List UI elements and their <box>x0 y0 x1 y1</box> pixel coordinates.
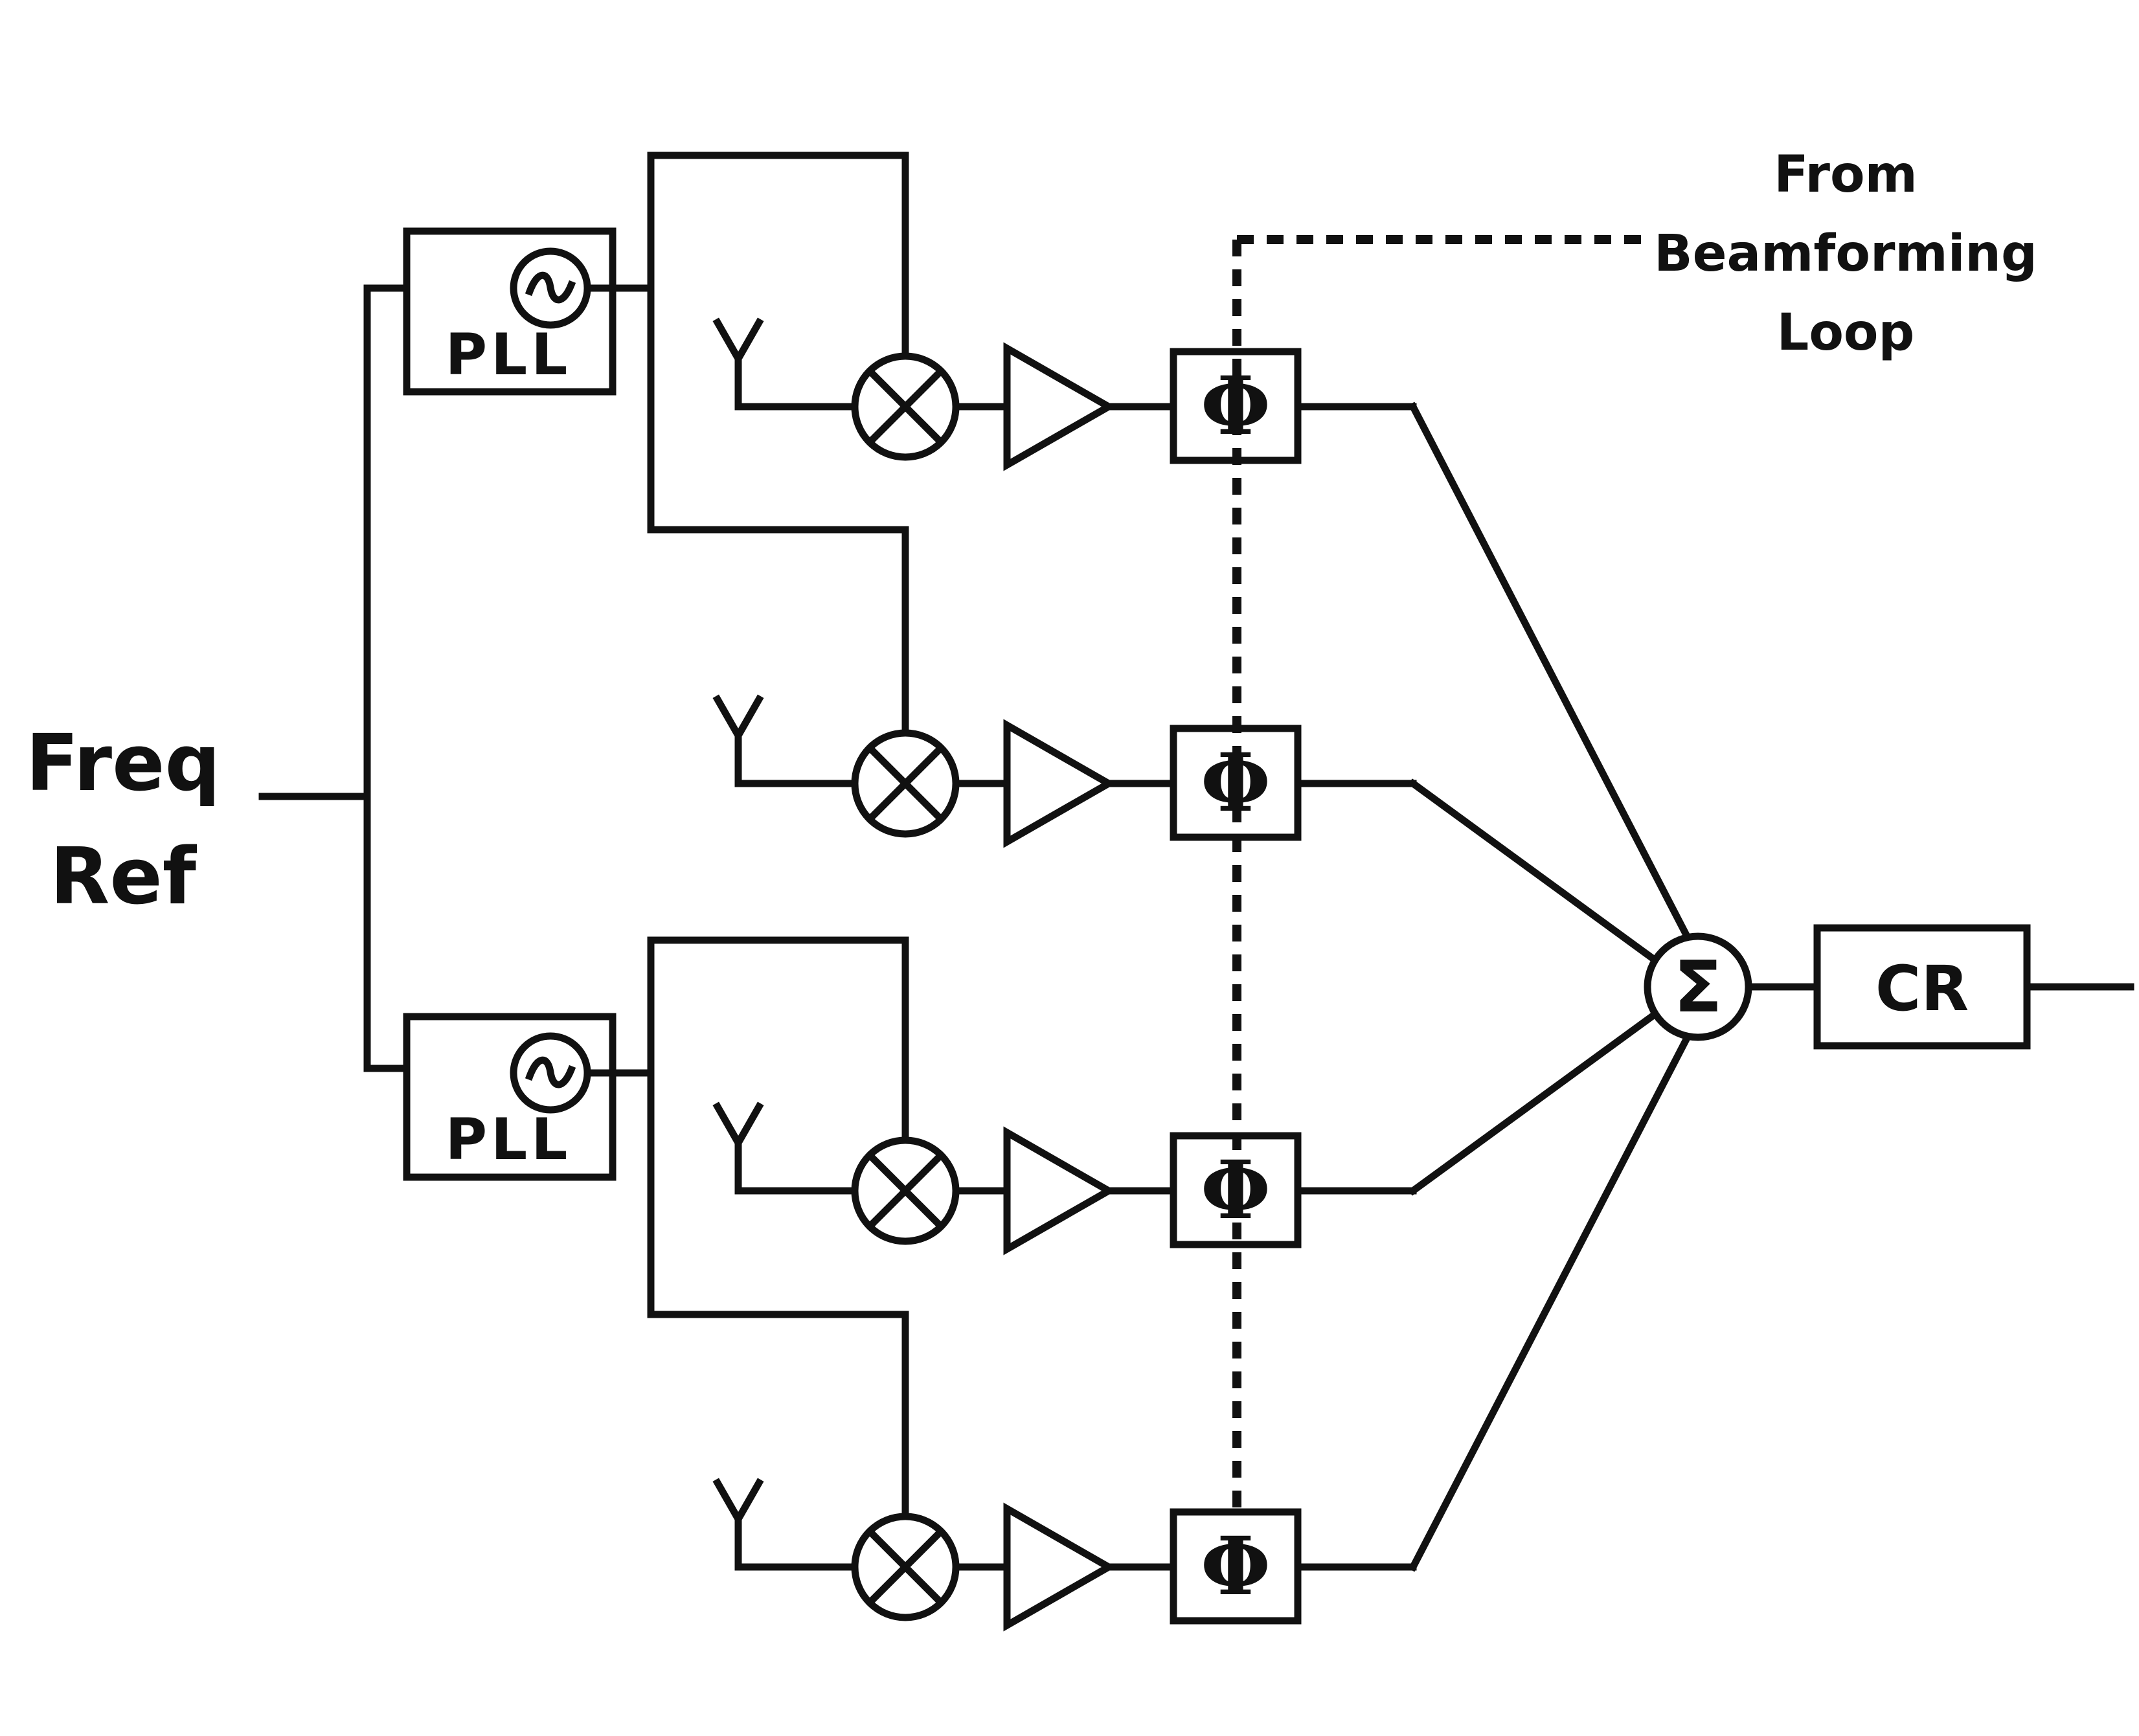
amplifier-icon <box>1003 1502 1116 1632</box>
phase-shifter-label: Φ <box>1201 1144 1271 1237</box>
combining-network <box>1408 401 1691 1572</box>
from-label-line2: Beamforming <box>1654 225 2037 283</box>
receive-chain-3: Φ <box>712 1101 1417 1256</box>
phase-shifter-label: Φ <box>1201 1520 1271 1614</box>
pll-label-bottom: PLL <box>446 1106 572 1173</box>
freq-ref-label-line2: Ref <box>50 832 198 922</box>
from-label-line1: From <box>1774 146 1918 204</box>
beamforming-control-line <box>1232 235 1648 1509</box>
amplifier-icon <box>1003 1126 1116 1256</box>
receive-chain-2: Φ <box>712 694 1417 848</box>
pll-block-bottom: PLL <box>403 1013 617 1181</box>
amplifier-icon <box>1003 342 1116 471</box>
output-stage: CR <box>1745 924 2134 1050</box>
freq-ref-label-line1: Freq <box>26 719 221 809</box>
summer-label: Σ <box>1673 945 1722 1028</box>
pll-label-top: PLL <box>446 321 572 388</box>
lo-distribution-bottom <box>583 936 909 1526</box>
phase-shifter-4: Φ <box>1170 1508 1302 1625</box>
antenna-icon <box>712 694 764 787</box>
amplifier-icon <box>1003 719 1116 848</box>
receive-chain-1: Φ <box>712 317 1417 471</box>
receive-chain-4: Φ <box>712 1478 1417 1632</box>
antenna-icon <box>712 1478 764 1571</box>
mixer-icon <box>851 1136 960 1245</box>
freq-ref-wiring <box>258 284 435 1072</box>
cr-block <box>1813 924 2031 1050</box>
summer-node: Σ <box>1644 932 1752 1041</box>
mixer-icon <box>851 729 960 838</box>
lo-distribution-top <box>583 152 909 741</box>
from-label-line3: Loop <box>1777 304 1915 362</box>
antenna-icon <box>712 317 764 411</box>
antenna-icon <box>712 1101 764 1195</box>
pll-block-top: PLL <box>403 227 617 396</box>
mixer-icon <box>851 1513 960 1621</box>
mixer-icon <box>851 352 960 461</box>
cr-label: CR <box>1875 953 1969 1025</box>
